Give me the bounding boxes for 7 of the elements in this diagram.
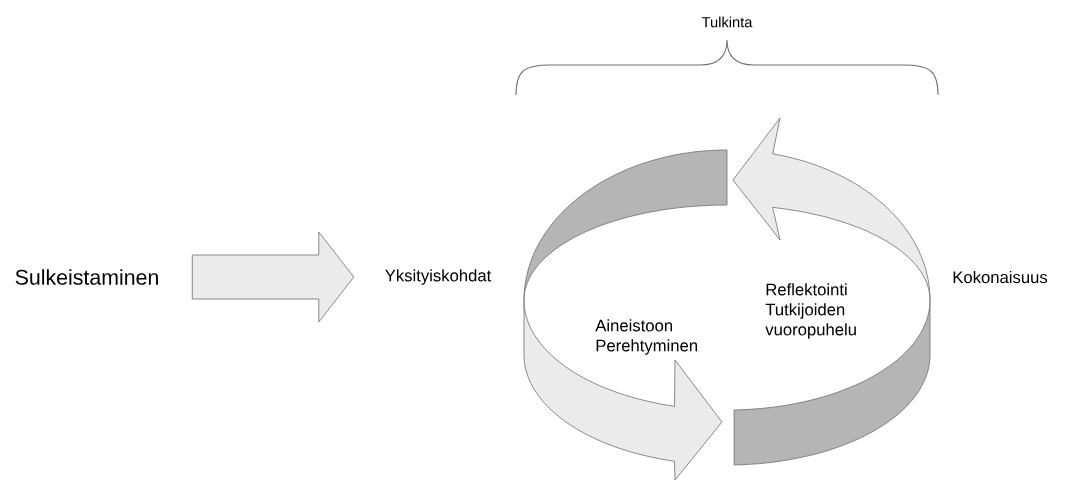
block-arrow bbox=[191, 231, 355, 323]
label-text: Aineistoon Perehtyminen bbox=[595, 319, 697, 355]
node-text: Kokonaisuus bbox=[953, 270, 1048, 284]
node-text: Yksityiskohdat bbox=[385, 269, 492, 285]
label-text: Reflektointi Tutkijoiden vuoropuhelu bbox=[765, 283, 856, 339]
node-text: Sulkeistaminen bbox=[15, 269, 158, 285]
label-text: Tulkinta bbox=[701, 16, 753, 28]
